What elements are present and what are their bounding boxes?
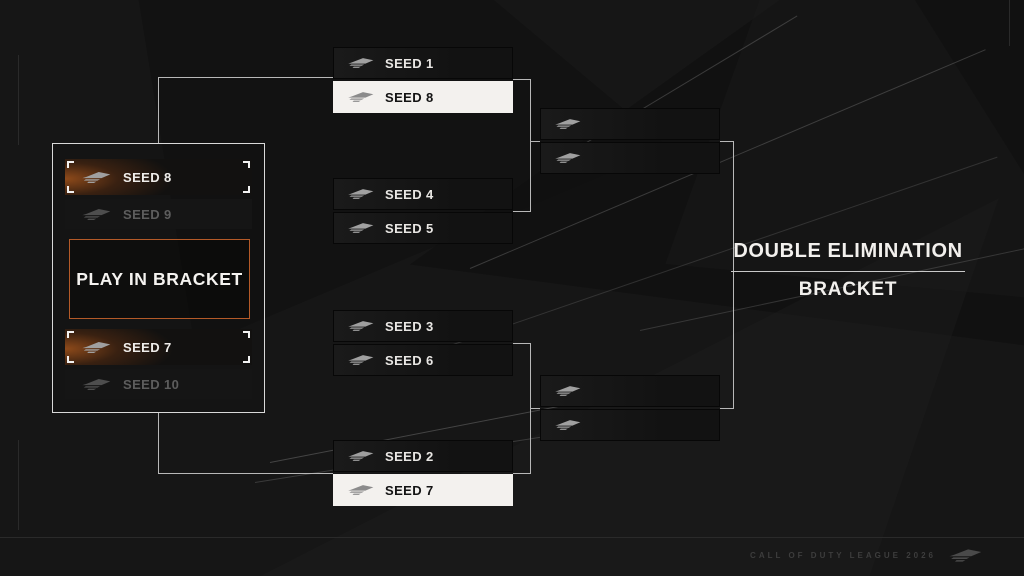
round1-match3-slot1[interactable]: SEED 3 bbox=[333, 310, 513, 342]
cdl-jet-icon bbox=[347, 319, 374, 333]
round2-match1-slot1[interactable] bbox=[540, 108, 720, 140]
corner-mark bbox=[243, 356, 250, 363]
bracket-connector bbox=[733, 141, 734, 277]
play-in-panel: SEED 8 SEED 9 PLAY IN BRACKET SEED 7 SEE… bbox=[52, 143, 265, 413]
bracket-connector bbox=[720, 408, 733, 409]
bracket-connector bbox=[513, 473, 530, 474]
cdl-jet-icon bbox=[347, 449, 374, 463]
cdl-jet-icon bbox=[347, 90, 374, 104]
seed-label: SEED 7 bbox=[123, 339, 172, 355]
corner-mark bbox=[67, 161, 74, 168]
heading-line1: DOUBLE ELIMINATION bbox=[733, 240, 963, 262]
cdl-jet-icon bbox=[554, 418, 581, 432]
round1-match2-slot2[interactable]: SEED 5 bbox=[333, 212, 513, 244]
play-in-slot-seed9[interactable]: SEED 9 bbox=[65, 199, 252, 229]
seed-label: SEED 3 bbox=[385, 318, 434, 334]
cdl-jet-icon bbox=[81, 170, 111, 185]
frame-line bbox=[18, 440, 19, 530]
play-in-bracket-label[interactable]: PLAY IN BRACKET bbox=[69, 239, 250, 319]
frame-line bbox=[0, 537, 1024, 538]
corner-mark bbox=[67, 356, 74, 363]
corner-mark bbox=[243, 161, 250, 168]
round1-match2-slot1[interactable]: SEED 4 bbox=[333, 178, 513, 210]
bracket-connector bbox=[733, 277, 734, 409]
heading-line2: BRACKET bbox=[798, 279, 898, 300]
round1-match3-slot2[interactable]: SEED 6 bbox=[333, 344, 513, 376]
play-in-slot-seed8[interactable]: SEED 8 bbox=[65, 159, 252, 195]
footer-brand-text: CALL OF DUTY LEAGUE 2026 bbox=[750, 551, 936, 560]
cdl-jet-icon bbox=[948, 547, 982, 564]
corner-mark bbox=[67, 331, 74, 338]
corner-mark bbox=[67, 186, 74, 193]
round2-match2-slot1[interactable] bbox=[540, 375, 720, 407]
seed-label: SEED 8 bbox=[123, 169, 172, 185]
cdl-jet-icon bbox=[81, 377, 111, 392]
cdl-jet-icon bbox=[347, 187, 374, 201]
footer-brand: CALL OF DUTY LEAGUE 2026 bbox=[750, 547, 982, 564]
round1-match4-slot1[interactable]: SEED 2 bbox=[333, 440, 513, 472]
frame-line bbox=[18, 55, 19, 145]
corner-mark bbox=[243, 186, 250, 193]
bracket-heading: DOUBLE ELIMINATION BRACKET bbox=[728, 240, 968, 301]
bracket-connector bbox=[158, 413, 159, 473]
seed-label: SEED 4 bbox=[385, 186, 434, 202]
bracket-connector bbox=[513, 343, 530, 344]
frame-line bbox=[1009, 0, 1010, 46]
cdl-jet-icon bbox=[347, 56, 374, 70]
seed-label: SEED 10 bbox=[123, 376, 180, 392]
cdl-jet-icon bbox=[81, 340, 111, 355]
bracket-connector bbox=[530, 79, 531, 212]
play-in-slot-seed7[interactable]: SEED 7 bbox=[65, 329, 252, 365]
corner-mark bbox=[243, 331, 250, 338]
bracket-connector bbox=[158, 77, 333, 78]
cdl-jet-icon bbox=[347, 483, 374, 497]
seed-label: SEED 7 bbox=[385, 482, 434, 498]
play-in-bracket-title: PLAY IN BRACKET bbox=[76, 268, 243, 289]
seed-label: SEED 5 bbox=[385, 220, 434, 236]
play-in-slot-seed10[interactable]: SEED 10 bbox=[65, 369, 252, 399]
bracket-connector bbox=[530, 408, 540, 409]
bracket-connector bbox=[513, 79, 530, 80]
seed-label: SEED 9 bbox=[123, 206, 172, 222]
seed-label: SEED 2 bbox=[385, 448, 434, 464]
cdl-jet-icon bbox=[554, 117, 581, 131]
heading-divider bbox=[731, 271, 965, 272]
seed-label: SEED 6 bbox=[385, 352, 434, 368]
cdl-jet-icon bbox=[554, 151, 581, 165]
bracket-connector bbox=[158, 473, 333, 474]
round2-match2-slot2[interactable] bbox=[540, 409, 720, 441]
round1-match1-slot1[interactable]: SEED 1 bbox=[333, 47, 513, 79]
bracket-connector bbox=[158, 77, 159, 143]
cdl-jet-icon bbox=[347, 353, 374, 367]
cdl-jet-icon bbox=[347, 221, 374, 235]
seed-label: SEED 8 bbox=[385, 89, 434, 105]
round1-match1-slot2[interactable]: SEED 8 bbox=[333, 81, 513, 113]
bracket-connector bbox=[720, 141, 733, 142]
seed-label: SEED 1 bbox=[385, 55, 434, 71]
bracket-connector bbox=[530, 141, 540, 142]
bracket-connector bbox=[513, 211, 530, 212]
round1-match4-slot2[interactable]: SEED 7 bbox=[333, 474, 513, 506]
cdl-jet-icon bbox=[554, 384, 581, 398]
cdl-jet-icon bbox=[81, 207, 111, 222]
round2-match1-slot2[interactable] bbox=[540, 142, 720, 174]
